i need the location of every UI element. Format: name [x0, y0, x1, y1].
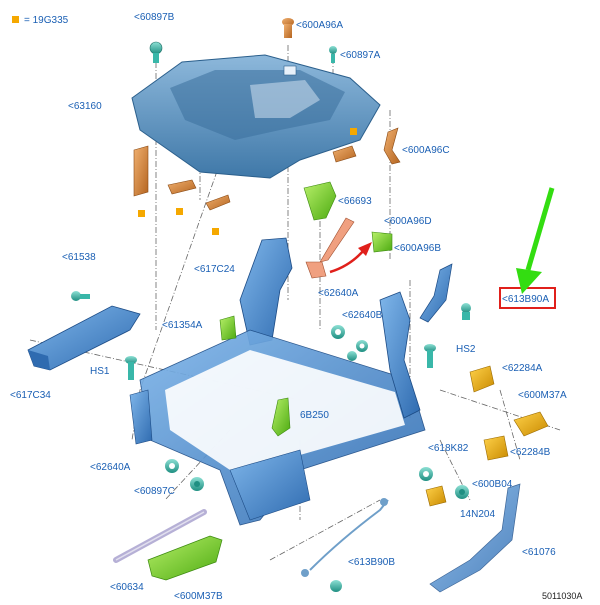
clip-60897B: [149, 41, 163, 63]
label-613B90A: <613B90A: [502, 294, 549, 305]
label-613B90B: <613B90B: [348, 557, 395, 568]
label-600A96A: <600A96A: [296, 20, 343, 31]
label-61538: <61538: [62, 252, 96, 263]
cover-617C34: [27, 305, 141, 371]
cable-61076: [429, 483, 521, 593]
bolt-HS2: [424, 344, 436, 368]
legend-swatch: [12, 16, 19, 23]
figure-id: 5011030A: [542, 591, 582, 601]
label-617C34: <617C34: [10, 390, 51, 401]
label-62284A: <62284A: [502, 363, 543, 374]
label-HS2: HS2: [456, 344, 476, 355]
label-60897A: <60897A: [340, 50, 381, 61]
label-60634: <60634: [110, 582, 144, 593]
cover-600M37B: [147, 535, 223, 581]
highlight-box-613B90A: [499, 287, 556, 309]
bracket-6B250: [271, 397, 291, 437]
clip-62284A: [469, 365, 495, 393]
callout-labels: <60897B <600A96A <60897A <63160 <600A96C…: [10, 12, 582, 602]
label-60897C: <60897C: [134, 486, 175, 497]
washer-62640B: [331, 325, 368, 361]
label-62640A-top: <62640A: [318, 288, 359, 299]
seat-frame: [129, 237, 426, 526]
cable-600A96D: [305, 217, 355, 279]
label-61076: <61076: [522, 547, 556, 558]
label-62284B: <62284B: [510, 447, 551, 458]
label-600A96D: <600A96D: [384, 216, 432, 227]
label-HS1: HS1: [90, 366, 110, 377]
label-62640A-bottom: <62640A: [90, 462, 131, 473]
washer-618K82: [419, 467, 433, 481]
clip-600M37A: [513, 411, 549, 437]
legend-text: = 19G335: [24, 15, 69, 26]
label-600A96C: <600A96C: [402, 145, 450, 156]
green-arrow-shaft: [525, 187, 555, 271]
label-6B250: 6B250: [300, 410, 329, 421]
cable-600A96C: [383, 127, 401, 165]
clip-14N204: [425, 485, 447, 507]
clip-60897C: [190, 477, 204, 491]
clip-600B04: [455, 485, 469, 499]
label-63160: <63160: [68, 101, 102, 112]
seat-cushion-63160: [131, 54, 381, 179]
clip-62284B: [483, 435, 509, 461]
orange-brackets: [133, 128, 357, 235]
label-14N204: 14N204: [460, 509, 495, 520]
label-600B04: <600B04: [472, 479, 513, 490]
clip-61354A: [219, 315, 237, 341]
clip-600A96B: [371, 231, 393, 253]
label-618K82: <618K82: [428, 443, 469, 454]
lever-613B90A: [419, 263, 471, 323]
red-arrow: [329, 249, 365, 274]
clip-60897A: [329, 46, 337, 63]
green-arrow-head: [516, 268, 542, 294]
label-66693: <66693: [338, 196, 372, 207]
rod-60634: [113, 509, 207, 563]
label-600A96B: <600A96B: [394, 243, 441, 254]
label-62640B: <62640B: [342, 310, 383, 321]
clip-66693: [303, 181, 337, 221]
pin-600A96A: [282, 18, 294, 38]
red-arrow-head: [358, 242, 372, 256]
clip-61538: [71, 291, 90, 301]
label-600M37B: <600M37B: [174, 591, 223, 602]
bolt-HS1: [125, 356, 137, 380]
label-600M37A: <600M37A: [518, 390, 567, 401]
label-61354A: <61354A: [162, 320, 203, 331]
cable-613B90B: [301, 498, 389, 592]
label-60897B: <60897B: [134, 12, 175, 23]
washer-62640A-bottom: [165, 459, 179, 473]
label-617C24: <617C24: [194, 264, 235, 275]
